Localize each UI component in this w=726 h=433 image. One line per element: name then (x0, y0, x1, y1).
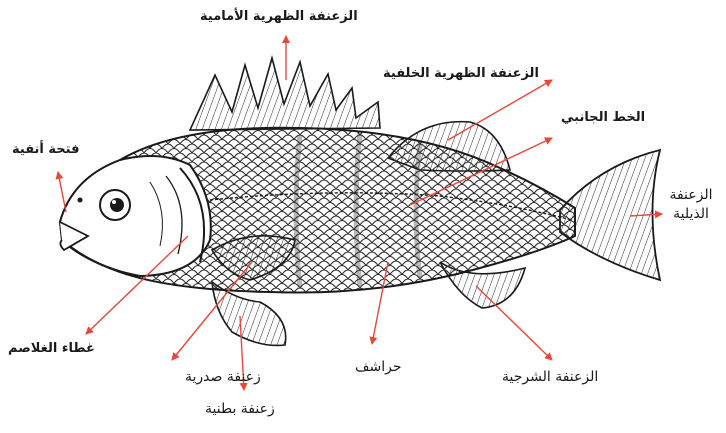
label-caudal-fin: الزعنفة الذيلية (666, 186, 716, 224)
label-caudal-fin-line2: الذيلية (666, 205, 716, 224)
label-nostril: فتحة أنفية (12, 142, 79, 158)
label-operculum: غطاء الغلاصم (8, 341, 95, 357)
nostril-mark (78, 198, 83, 203)
label-anal-fin: الزعنفة الشرجية (502, 369, 598, 386)
label-dorsal-fin-front: الزعنفة الظهرية الأمامية (200, 9, 358, 25)
dorsal-fin-front (190, 58, 380, 130)
arrow-nostril (58, 172, 66, 212)
label-pectoral-fin: زعنفة صدرية (185, 369, 261, 386)
arrow-dorsal-rear (448, 80, 552, 140)
label-scales: حراشف (355, 359, 402, 376)
label-dorsal-fin-rear: الزعنفة الظهرية الخلفية (383, 66, 539, 82)
label-lateral-line: الخط الجانبي (561, 110, 645, 126)
arrow-anal (476, 286, 552, 360)
label-pelvic-fin: زعنفة بطنية (205, 401, 275, 418)
label-caudal-fin-line1: الزعنفة (666, 186, 716, 205)
